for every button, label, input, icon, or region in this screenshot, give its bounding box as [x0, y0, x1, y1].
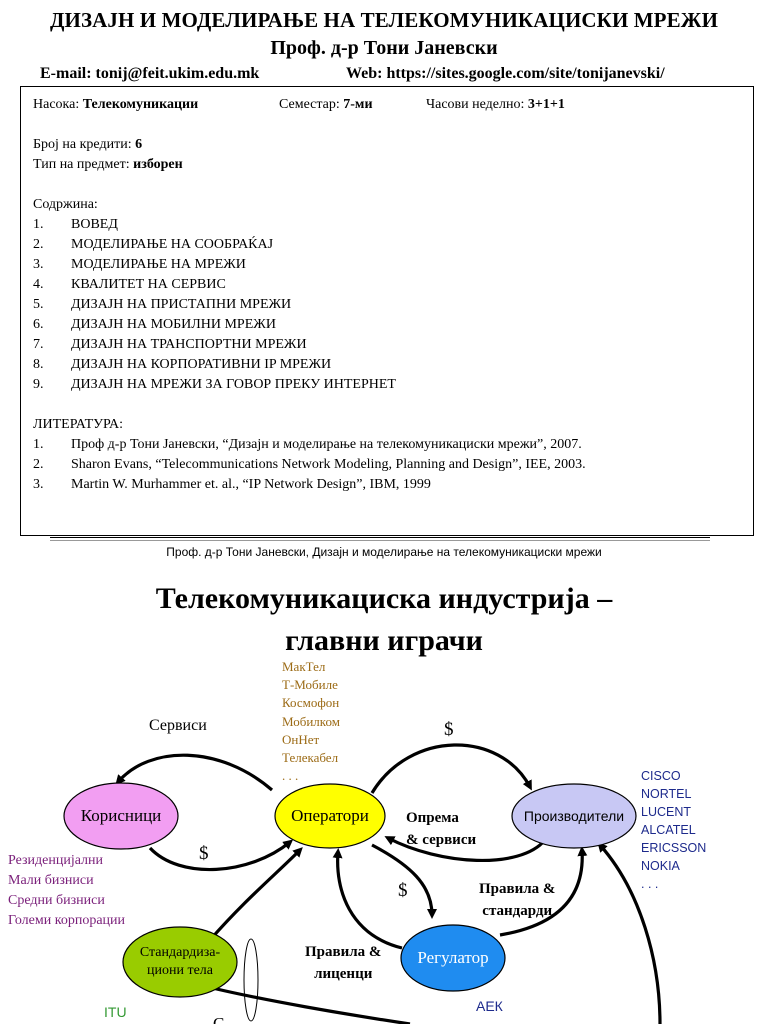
standards-node-shape [122, 926, 238, 998]
list-item: ОнНет [282, 731, 320, 747]
operators-list: МакТел Т-Мобиле Космофон Мобилком ОнНет … [282, 658, 340, 785]
credits-field: Број на кредити: 6 [33, 137, 143, 152]
list-item: Резиденцијални [8, 853, 104, 868]
operators-node-shape [274, 783, 386, 849]
list-item: LUCENT [641, 805, 692, 819]
list-item: Средни бизниси [8, 893, 105, 908]
document-title: ДИЗАЈН И МОДЕЛИРАЊЕ НА ТЕЛЕКОМУНИКАЦИСКИ… [49, 8, 719, 32]
list-item: CISCO [641, 769, 681, 783]
literature-list: 1.Проф д-р Тони Јаневски, “Дизајн и моде… [33, 435, 741, 495]
course-info-box: Насока: Телекомуникации Семестар: 7-ми Ч… [20, 86, 754, 536]
regulator-node-label: Регулатор [417, 948, 489, 967]
users-node-label: Корисници [80, 806, 162, 825]
list-item: 2.МОДЕЛИРАЊЕ НА СООБРАЌАЈ [33, 237, 274, 252]
services-label: Сервиси [149, 717, 207, 734]
manufacturers-node-label: Производители [523, 808, 625, 824]
footer-divider-shadow [50, 540, 710, 541]
list-item: 3.МОДЕЛИРАЊЕ НА МРЕЖИ [33, 257, 246, 272]
users-node-shape [63, 782, 179, 850]
list-item: . . . [641, 877, 659, 891]
list-item: NOKIA [641, 859, 680, 873]
list-item: ALCATEL [641, 823, 696, 837]
list-item: 1.Проф д-р Тони Јаневски, “Дизајн и моде… [33, 437, 582, 452]
arrow-operators-regulator [371, 843, 437, 919]
list-item: Мали бизниси [8, 873, 94, 888]
literature-heading: ЛИТЕРАТУРА: [33, 417, 124, 432]
hours-field: Часови неделно: 3+1+1 [426, 97, 565, 112]
list-item: Т-Мобиле [282, 677, 338, 693]
list-item: . . . [282, 768, 299, 784]
operators-node-label: Оператори [291, 806, 369, 825]
course-summary-row: Насока: Телекомуникации Семестар: 7-ми Ч… [33, 95, 741, 115]
cutoff-label: С [213, 1014, 225, 1024]
arrow-standards-operators [208, 847, 303, 942]
semester-field: Семестар: 7-ми [279, 97, 373, 112]
footer-divider [50, 537, 710, 538]
rules-standards-label: Правила & стандарди [479, 881, 556, 919]
aek-label: АЕК [476, 998, 503, 1014]
standards-node-label: Стандардиза- циони тела [139, 945, 221, 978]
regulator-node-shape [400, 924, 506, 992]
list-item: 3.Martin W. Murhammer et. al., “IP Netwo… [33, 477, 431, 492]
list-item: МакТел [282, 659, 326, 674]
list-item: Големи корпорации [8, 913, 126, 928]
list-item: 2.Sharon Evans, “Telecommunications Netw… [33, 457, 586, 472]
list-item: NORTEL [641, 787, 692, 801]
list-item: Мобилком [282, 713, 340, 729]
list-item: ERICSSON [641, 841, 707, 855]
dollar-label-top: $ [444, 719, 454, 740]
email-link[interactable]: E-mail: tonij@feit.ukim.edu.mk [40, 65, 260, 82]
author-name: Проф. д-р Тони Јаневски [270, 37, 498, 59]
equipment-label: Опрема & сервиси [406, 810, 477, 848]
arrow-rules-standards [499, 846, 588, 937]
arrow-equipment [384, 836, 547, 862]
list-item: 9.ДИЗАЈН НА МРЕЖИ ЗА ГОВОР ПРЕКУ ИНТЕРНЕ… [33, 377, 396, 392]
arrow-users-pay [148, 839, 294, 872]
users-list: Резиденцијални Мали бизниси Средни бизни… [8, 851, 125, 931]
list-item: Телекабел [282, 750, 339, 766]
arrow-standards-bottom [199, 983, 411, 1024]
page-footer: Проф. д-р Тони Јаневски, Дизајн и модели… [166, 545, 602, 559]
list-item: 5.ДИЗАЈН НА ПРИСТАПНИ МРЕЖИ [33, 297, 292, 312]
contents-heading: Содржина: [33, 197, 98, 212]
list-item: 7.ДИЗАЈН НА ТРАНСПОРТНИ МРЕЖИ [33, 337, 307, 352]
list-item: Космофон [282, 695, 340, 711]
dollar-label-mid: $ [398, 880, 408, 901]
manufacturers-node-shape [511, 783, 637, 849]
list-item: 4.КВАЛИТЕТ НА СЕРВИС [33, 277, 226, 292]
slide-title: Телекомуникациска индустрија – главни иг… [155, 582, 613, 657]
manufacturers-list: CISCO NORTEL LUCENT ALCATEL ERICSSON NOK… [641, 767, 706, 893]
arrow-services [115, 753, 274, 792]
rules-licenses-label: Правила & лиценци [305, 944, 382, 982]
standards-link-ellipse [243, 938, 259, 1022]
direction-field: Насока: Телекомуникации [33, 97, 199, 112]
course-type-field: Тип на предмет: изборен [33, 157, 183, 172]
arrow-standards-manufacturers [597, 842, 662, 1024]
list-item: 8.ДИЗАЈН НА КОРПОРАТИВНИ IP МРЕЖИ [33, 357, 332, 372]
list-item: 1.ВОВЕД [33, 217, 118, 232]
contents-list: 1.ВОВЕД 2.МОДЕЛИРАЊЕ НА СООБРАЌАЈ 3.МОДЕ… [33, 215, 741, 395]
web-link[interactable]: Web: https://sites.google.com/site/tonij… [346, 65, 665, 82]
arrow-licenses [332, 848, 403, 950]
dollar-label-left: $ [199, 843, 209, 864]
arrow-operators-pay [370, 743, 532, 794]
list-item: 6.ДИЗАЈН НА МОБИЛНИ МРЕЖИ [33, 317, 276, 332]
itu-label: ITU [104, 1004, 127, 1020]
